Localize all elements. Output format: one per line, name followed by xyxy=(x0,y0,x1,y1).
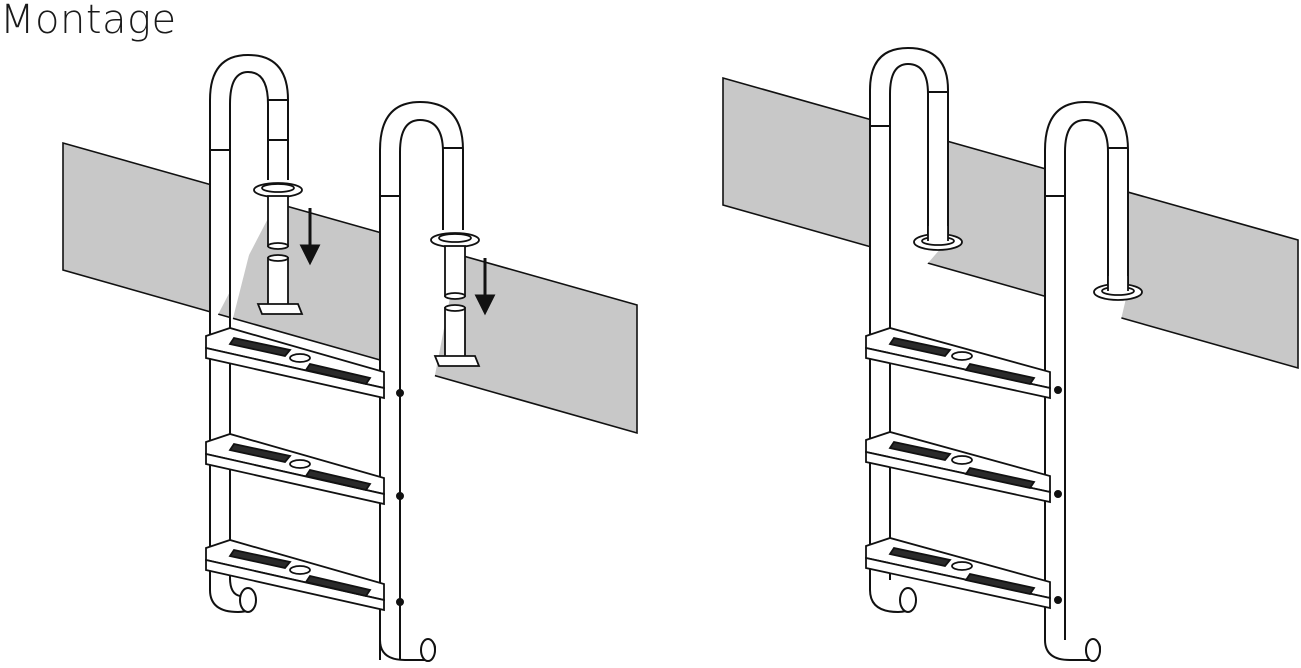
step-2 xyxy=(205,433,385,506)
arrow-down-icon xyxy=(474,258,496,316)
step-3 xyxy=(865,537,1051,610)
installed-figure xyxy=(722,46,1299,662)
flange-left xyxy=(913,226,963,251)
pool-wall xyxy=(722,76,1299,370)
anchor-right xyxy=(430,232,481,367)
step-1 xyxy=(205,327,385,400)
step-2 xyxy=(865,431,1051,504)
left-rail xyxy=(869,46,949,614)
flange-right xyxy=(1093,276,1143,301)
step-1 xyxy=(865,327,1051,400)
assembly-figure xyxy=(62,53,638,662)
anchor-left xyxy=(253,182,304,315)
page-title: Montage xyxy=(0,0,177,43)
right-rail xyxy=(1044,100,1129,662)
arrow-down-icon xyxy=(299,208,321,266)
step-3 xyxy=(205,539,385,612)
right-rail xyxy=(379,100,464,662)
